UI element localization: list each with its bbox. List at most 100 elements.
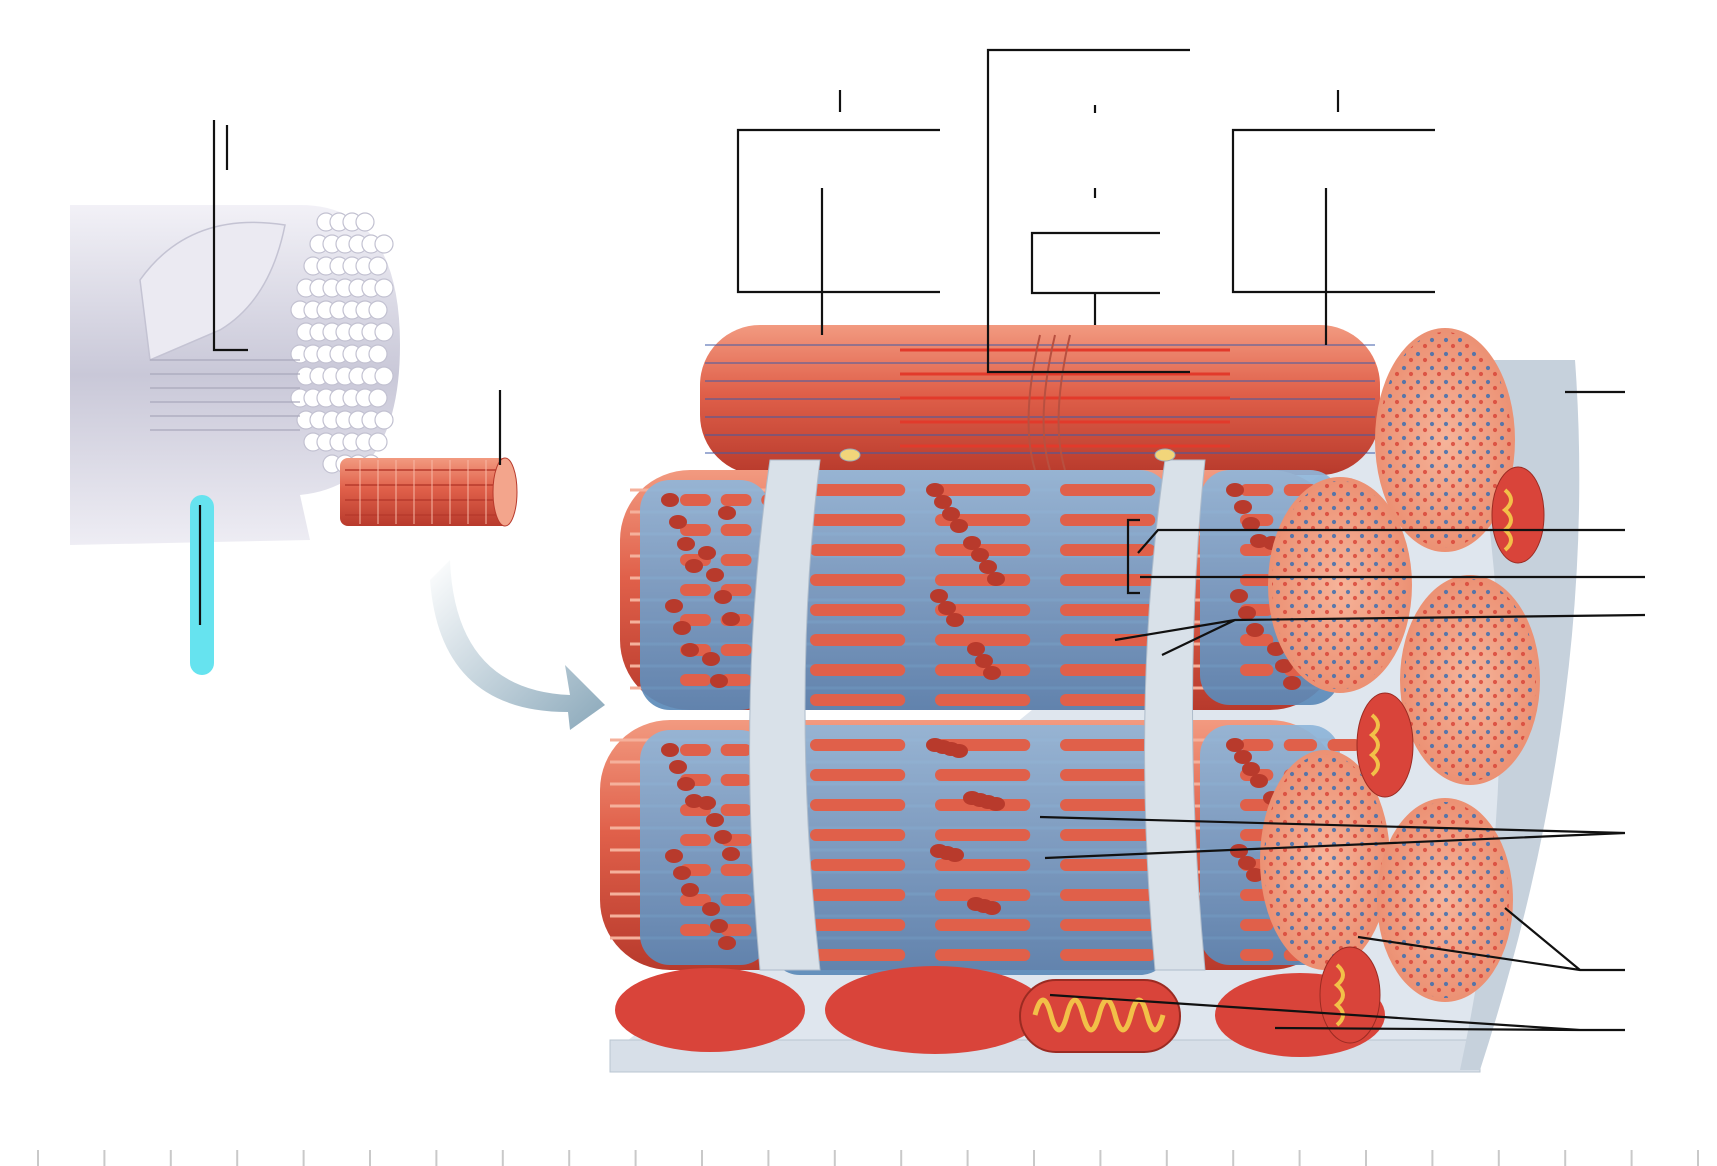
sr-gap	[810, 739, 906, 751]
sr-gap	[935, 949, 1031, 961]
sr-gap	[1060, 769, 1156, 781]
sr-mesh-hole	[926, 483, 944, 497]
myofibril-bundle-ends	[150, 212, 394, 474]
sr-mesh-hole	[722, 612, 740, 626]
myofibril-end	[374, 234, 394, 254]
sr-mesh-hole	[702, 652, 720, 666]
myofibril-end	[368, 344, 388, 364]
sr-gap	[810, 634, 906, 646]
leader-t-tubule	[1114, 613, 1646, 656]
sr-gap	[720, 644, 752, 656]
sr-gap	[810, 889, 906, 901]
leader-myofibrils	[1357, 907, 1625, 972]
filament-dots	[1404, 579, 1536, 781]
bracket-triad	[1126, 518, 1140, 595]
transition-arrow	[430, 560, 605, 730]
sr-gap	[810, 544, 906, 556]
sr-gap	[810, 514, 906, 526]
myofibril-cross-sections	[1260, 328, 1540, 1002]
sr-gap	[1060, 739, 1156, 751]
sr-mesh-hole	[661, 493, 679, 507]
sr-mesh-hole	[714, 590, 732, 604]
sr-gap	[720, 804, 752, 816]
sr-mesh-hole	[702, 902, 720, 916]
sr-mesh-hole	[661, 743, 679, 757]
sr-gap	[935, 694, 1031, 706]
sr-mesh-hole	[681, 643, 699, 657]
t-tubules	[749, 448, 1206, 971]
sr-mesh-hole	[983, 666, 1001, 680]
sr-mesh-hole	[1234, 500, 1252, 514]
sr-mesh-hole	[1226, 483, 1244, 497]
sr-mesh-hole	[1234, 750, 1252, 764]
sr-gap	[1060, 574, 1156, 586]
filament-dots	[1264, 754, 1386, 966]
sr-mesh-hole	[967, 642, 985, 656]
sr-gap	[680, 584, 711, 596]
sr-mesh-hole	[1242, 517, 1260, 531]
myofibril-end	[374, 410, 394, 430]
sr-gap	[720, 524, 752, 536]
sr-mesh-hole	[710, 919, 728, 933]
sr-gap	[1240, 949, 1274, 961]
sr-mesh-hole	[1238, 856, 1256, 870]
sr-block	[770, 470, 1170, 710]
sr-gap	[1060, 604, 1156, 616]
sr-gap	[1060, 919, 1156, 931]
fiber-detail	[600, 325, 1580, 1073]
sr-gap	[1240, 919, 1274, 931]
sr-gap	[1060, 544, 1156, 556]
sr-gap	[810, 949, 906, 961]
sr-gap	[680, 524, 711, 536]
sr-mesh-hole	[1230, 844, 1248, 858]
sr-gap	[680, 834, 711, 846]
sr-gap	[1240, 739, 1274, 751]
myofibril-end	[374, 366, 394, 386]
myofibril-end	[368, 388, 388, 408]
sr-gap	[680, 744, 711, 756]
myofibril-bundle	[340, 457, 518, 527]
sr-mesh-hole	[669, 515, 687, 529]
highlight-bar	[190, 495, 214, 675]
sr-gap	[720, 554, 752, 566]
sr-gap	[935, 604, 1031, 616]
sr-mesh-hole	[685, 794, 703, 808]
sr-gap	[1060, 949, 1156, 961]
sr-mesh-hole	[987, 572, 1005, 586]
bracket-h-zone	[1030, 231, 1160, 295]
sr-gap	[810, 829, 906, 841]
sr-mesh-hole	[677, 537, 695, 551]
sr-mesh-hole	[942, 507, 960, 521]
sheath-flap	[139, 221, 286, 362]
sr-mesh-hole	[685, 559, 703, 573]
sr-gap	[935, 769, 1031, 781]
sr-gap	[1060, 829, 1156, 841]
sr-gap	[1240, 634, 1274, 646]
sr-gap	[935, 889, 1031, 901]
sr-gap	[1060, 484, 1156, 496]
sr-mesh-hole	[673, 621, 691, 635]
sr-mesh-hole	[665, 599, 683, 613]
sr-gap	[1240, 484, 1274, 496]
leader-sheath	[212, 120, 248, 352]
sr-mesh-hole	[963, 536, 981, 550]
sr-gap	[935, 919, 1031, 931]
sr-gap	[1283, 739, 1318, 751]
sr-mesh-hole	[1275, 659, 1293, 673]
sr-gap	[810, 484, 906, 496]
filament-dots	[1379, 332, 1511, 548]
myofibril-end	[368, 432, 388, 452]
sr-gap	[680, 924, 711, 936]
sr-mesh-hole	[665, 849, 683, 863]
sr-gap	[810, 919, 906, 931]
sr-gap	[720, 744, 752, 756]
sr-mesh-hole	[706, 568, 724, 582]
sr-mesh-hole	[1246, 623, 1264, 637]
filament-dots	[1381, 802, 1509, 998]
leader-mitochondria	[1049, 993, 1625, 1032]
sr-mesh-hole	[1242, 762, 1260, 776]
sr-gap	[810, 859, 906, 871]
sr-gap	[720, 924, 752, 936]
sr-gap	[810, 769, 906, 781]
sr-gap	[720, 894, 752, 906]
